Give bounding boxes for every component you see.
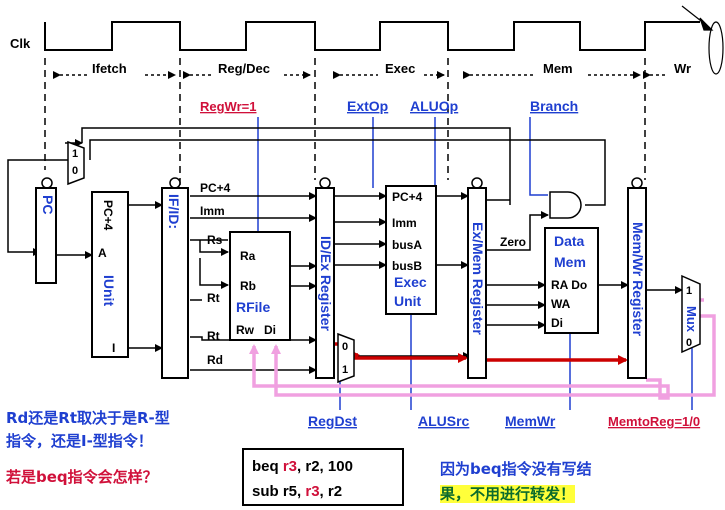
register-file: Ra Rb RFile Rw Di bbox=[229, 231, 291, 341]
wb-mux-1: 1 bbox=[686, 285, 692, 297]
stage-exec: Exec bbox=[385, 61, 415, 76]
and-gate bbox=[549, 191, 582, 219]
memwr-register: Mem/Wr Register bbox=[627, 177, 647, 379]
exec-imm: Imm bbox=[392, 216, 417, 230]
rfile-ra: Ra bbox=[240, 249, 256, 263]
iunit-i: I bbox=[112, 341, 115, 355]
pc-mux: 1 0 bbox=[67, 140, 85, 186]
exmem-label: Ex/Mem Register bbox=[470, 222, 486, 335]
code-2-pre: r5, bbox=[282, 483, 306, 500]
exec-unit-label2: Unit bbox=[394, 293, 422, 309]
exec-pc4: PC+4 bbox=[392, 190, 423, 204]
pc-register: PC bbox=[35, 177, 57, 284]
answer-note-line1: 因为beq指令没有写结 bbox=[440, 458, 592, 479]
aluop-label: ALUOp bbox=[410, 98, 458, 114]
data-memory: Data Mem RA Do WA Di bbox=[544, 227, 599, 334]
memtoreg-label: MemtoReg=1/0 bbox=[608, 414, 700, 429]
code-line-2: sub r5, r3, r2 bbox=[252, 479, 402, 504]
dmem-di: Di bbox=[551, 316, 563, 330]
pc-label: PC bbox=[40, 195, 56, 214]
pc-mux-1: 1 bbox=[72, 148, 78, 160]
iunit-label: IUnit bbox=[101, 275, 117, 306]
rfile-rb: Rb bbox=[240, 279, 256, 293]
stage-regdec: Reg/Dec bbox=[218, 61, 270, 76]
exec-unit: PC+4 Imm busA busB Exec Unit bbox=[385, 185, 437, 315]
clock-waveform bbox=[44, 21, 700, 51]
code-line-1: beq r3, r2, 100 bbox=[252, 454, 402, 479]
wb-mux-0: 0 bbox=[686, 337, 692, 349]
rd-choice-note-line1: Rd还是Rt取决于是R-型 bbox=[6, 409, 170, 427]
rfile-rw: Rw bbox=[236, 323, 255, 337]
wb-mux-label: Mux bbox=[684, 306, 699, 333]
idex-label: ID/Ex Register bbox=[318, 236, 334, 331]
ifid-register: IF/ID: bbox=[161, 177, 189, 379]
regdst-label: RegDst bbox=[308, 413, 357, 429]
sig-imm: Imm bbox=[200, 204, 225, 218]
sig-rt1: Rt bbox=[207, 291, 220, 305]
code-box: beq r3, r2, 100 sub r5, r3, r2 bbox=[242, 448, 404, 506]
stage-dividers bbox=[44, 58, 646, 190]
sig-rs: Rs bbox=[207, 233, 223, 247]
answer-line2-text: 果，不用进行转发！ bbox=[440, 485, 576, 503]
regwr-label: RegWr=1 bbox=[200, 99, 256, 114]
iunit-pc4: PC+4 bbox=[101, 200, 115, 231]
alusrc-label: ALUSrc bbox=[418, 413, 470, 429]
sig-rd: Rd bbox=[207, 353, 223, 367]
wiring bbox=[7, 127, 683, 374]
exec-busb: busB bbox=[392, 259, 422, 273]
dmem-label: Data bbox=[554, 233, 585, 249]
zero-label: Zero bbox=[500, 235, 526, 249]
memwr-label: MemWr bbox=[505, 413, 556, 429]
clk-label: Clk bbox=[10, 36, 31, 51]
exmem-register: Ex/Mem Register bbox=[467, 177, 487, 379]
dmem-ra-do: RA Do bbox=[551, 278, 587, 292]
sig-pc4: PC+4 bbox=[200, 181, 231, 195]
answer-line1-text: 因为beq指令没有写结 bbox=[440, 460, 592, 478]
regdst-mux: 0 1 bbox=[337, 332, 355, 384]
rfile-label: RFile bbox=[236, 299, 270, 315]
memwr-reg-label: Mem/Wr Register bbox=[630, 222, 646, 337]
beq-question-note: 若是beq指令会怎样？ bbox=[6, 468, 158, 486]
iunit-a: A bbox=[98, 246, 107, 260]
rfile-di: Di bbox=[264, 323, 276, 337]
code-2-dst: r3 bbox=[305, 483, 320, 500]
code-2-op: sub bbox=[252, 483, 279, 500]
dmem-label2: Mem bbox=[554, 254, 586, 270]
pc-mux-0: 0 bbox=[72, 165, 78, 177]
stage-wr: Wr bbox=[674, 61, 691, 76]
writeback-mux: 1 Mux 0 bbox=[681, 274, 701, 354]
branch-label: Branch bbox=[530, 98, 578, 114]
exec-unit-label: Exec bbox=[394, 274, 427, 290]
idex-register: ID/Ex Register bbox=[315, 177, 335, 379]
regdst-mux-1: 1 bbox=[342, 364, 348, 376]
dmem-wa: WA bbox=[551, 297, 571, 311]
stage-ifetch: Ifetch bbox=[92, 61, 127, 76]
answer-note-line2: 果，不用进行转发！ bbox=[440, 483, 576, 504]
iunit: PC+4 A IUnit I bbox=[91, 191, 129, 358]
code-1-op: beq bbox=[252, 458, 279, 475]
exec-busa: busA bbox=[392, 238, 422, 252]
code-1-rest: , r2, 100 bbox=[297, 458, 353, 475]
ifid-label: IF/ID: bbox=[166, 194, 182, 229]
rd-choice-note-line2: 指令，还是I-型指令！ bbox=[6, 432, 153, 450]
extop-label: ExtOp bbox=[347, 98, 388, 114]
sig-rt2: Rt bbox=[207, 329, 220, 343]
code-2-rest: , r2 bbox=[319, 483, 343, 500]
code-1-dst: r3 bbox=[282, 458, 298, 475]
regdst-mux-0: 0 bbox=[342, 341, 348, 353]
pen-icon bbox=[681, 5, 724, 75]
stage-mem: Mem bbox=[543, 61, 573, 76]
